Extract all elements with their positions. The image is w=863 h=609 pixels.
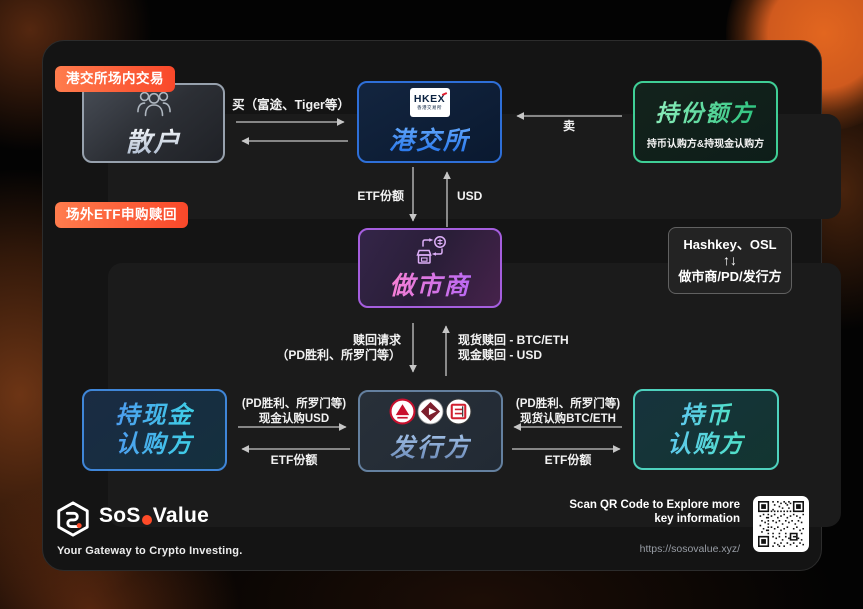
issuer-box: 发行方: [358, 390, 503, 472]
harvest-logo: [445, 398, 472, 425]
brand-orange-dot: [141, 515, 152, 525]
people-icon: [136, 91, 171, 116]
chinaamc-logo: [417, 398, 444, 425]
cash-subscriber-line2: 认购方: [115, 431, 194, 458]
market-maker-title: 做市商: [389, 266, 470, 302]
shareholder-title: 持份额方: [656, 94, 756, 128]
qr-code: [753, 496, 809, 552]
cash-subscribe-label: (PD胜利、所罗门等) 现金认购USD: [241, 398, 347, 425]
usd-up-label: USD: [457, 189, 483, 203]
etf-shares-left-label: ETF份额: [270, 453, 318, 467]
intermediary-line1: Hashkey、OSL: [683, 237, 777, 252]
hkex-title: 港交所: [389, 121, 470, 157]
cash-subscriber-box: 持现金 认购方: [82, 389, 227, 471]
retail-investor-box: 散户: [82, 83, 225, 163]
etf-shares-down-label: ETF份额: [357, 189, 404, 203]
shareholder-box: 持份额方 持币认购方&持现金认购方: [633, 81, 778, 163]
brand-tagline: Your Gateway to Crypto Investing.: [57, 545, 243, 557]
retail-investor-title: 散户: [125, 122, 181, 159]
exchange-shop-icon: [416, 236, 446, 264]
market-maker-box: 做市商: [358, 228, 502, 308]
redeem-request-label: 赎回请求 （PD胜利、所罗门等）: [276, 333, 401, 362]
up-down-arrows-icon: ↑↓: [723, 252, 737, 268]
issuer-title: 发行方: [390, 428, 471, 464]
tag-on-exchange: 港交所场内交易: [55, 66, 175, 92]
cash-subscriber-line1: 持现金: [115, 402, 194, 429]
buy-label: 买（富途、Tiger等）: [232, 98, 350, 112]
coin-subscriber-line2: 认购方: [667, 430, 745, 458]
coin-subscriber-box: 持币 认购方: [633, 389, 779, 470]
qr-caption: Scan QR Code to Explore more key informa…: [569, 499, 740, 525]
shareholder-subtitle: 持币认购方&持现金认购方: [646, 139, 765, 150]
sell-label: 卖: [562, 119, 575, 133]
intermediary-line3: 做市商/PD/发行方: [678, 269, 782, 284]
etf-shares-right-label: ETF份额: [544, 453, 592, 467]
coin-subscribe-label: (PD胜利、所罗门等) 现货认购BTC/ETH: [515, 398, 621, 425]
hkex-box: HKEX 香港交易所 港交所: [357, 81, 502, 163]
website-url: https://sosovalue.xyz/: [639, 543, 740, 555]
bosera-logo: [389, 398, 416, 425]
hkex-logo: HKEX 香港交易所: [409, 87, 450, 117]
coin-subscriber-line1: 持币: [680, 401, 732, 429]
intermediary-box: Hashkey、OSL ↑↓ 做市商/PD/发行方: [668, 227, 792, 294]
sosovalue-logo-icon: [57, 501, 89, 537]
tag-otc: 场外ETF申购赎回: [55, 202, 188, 228]
redeem-return-label: 现货赎回 - BTC/ETH 现金赎回 - USD: [458, 333, 569, 362]
